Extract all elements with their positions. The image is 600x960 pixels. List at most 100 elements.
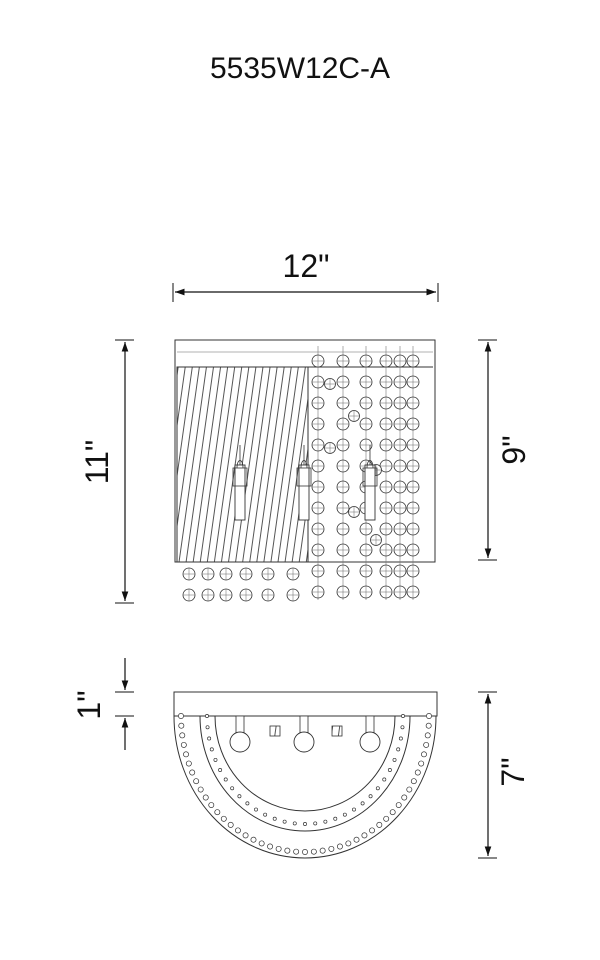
- arc-bead: [205, 725, 210, 730]
- arc-bead: [205, 714, 209, 718]
- crystal-bead: [311, 585, 325, 599]
- crystal-bead: [359, 522, 373, 536]
- arc-bead: [183, 751, 189, 758]
- arc-bead: [178, 713, 184, 719]
- candle-light: [296, 445, 312, 521]
- crystal-bead: [311, 375, 325, 389]
- crystal-bead: [336, 438, 350, 452]
- crystal-bead: [336, 522, 350, 536]
- front-view: [174, 339, 436, 602]
- crystal-bead: [348, 506, 360, 518]
- arc-bead: [392, 757, 397, 762]
- arc-bead: [336, 843, 343, 850]
- crystal-strands: [182, 346, 420, 602]
- crystal-bead: [393, 585, 407, 599]
- arc-bead: [389, 809, 396, 816]
- arc-bead: [414, 769, 421, 776]
- crystal-bead: [359, 417, 373, 431]
- crystal-bead: [336, 417, 350, 431]
- arc-bead: [185, 760, 192, 767]
- arc-bead: [250, 836, 257, 843]
- crystal-bead: [379, 396, 393, 410]
- crystal-bead: [379, 585, 393, 599]
- width-dimension: 12": [172, 248, 439, 302]
- candle-lights: [232, 445, 378, 521]
- crystal-bead: [261, 567, 275, 581]
- crystal-bead: [406, 417, 420, 431]
- arc-bead: [382, 777, 387, 782]
- arc-bead: [421, 751, 427, 758]
- crystal-bead: [311, 543, 325, 557]
- crystal-bead: [393, 522, 407, 536]
- arc-bead: [254, 807, 258, 812]
- crystal-bead: [406, 438, 420, 452]
- top-view: [173, 691, 438, 859]
- crystal-bead: [379, 438, 393, 452]
- outer-arc: [173, 715, 437, 859]
- arc-bead: [360, 801, 365, 806]
- inner-arc: [214, 715, 396, 812]
- crystal-bead: [311, 501, 325, 515]
- crystal-bead: [379, 564, 393, 578]
- crystal-bead: [359, 354, 373, 368]
- arc-bead: [310, 848, 317, 855]
- width-label: 12": [283, 248, 330, 284]
- arc-bead: [180, 741, 187, 748]
- crystal-bead: [311, 354, 325, 368]
- crystal-bead: [359, 396, 373, 410]
- crystal-bead: [311, 438, 325, 452]
- plan-socket: [293, 715, 315, 753]
- arc-bead: [220, 815, 227, 822]
- arc-bead: [179, 732, 186, 739]
- arc-bead: [208, 802, 215, 809]
- arc-bead: [423, 741, 430, 748]
- crystal-bead: [393, 543, 407, 557]
- arc-bead: [214, 809, 221, 816]
- plan-socket: [229, 715, 251, 753]
- arc-bead: [292, 821, 297, 826]
- arc-bead: [410, 778, 417, 785]
- crystal-bead: [311, 564, 325, 578]
- crystal-bead: [359, 543, 373, 557]
- arc-bead: [400, 725, 405, 730]
- arc-bead: [313, 821, 318, 826]
- crystal-bead: [219, 567, 233, 581]
- arc-bead: [197, 786, 204, 793]
- crystal-bead: [324, 442, 336, 454]
- projection-dimension: 7": [478, 691, 531, 859]
- arc-bead: [223, 777, 228, 782]
- crystal-bead: [406, 459, 420, 473]
- arc-bead: [237, 794, 242, 799]
- arc-bead: [227, 821, 234, 828]
- crystal-bead: [406, 375, 420, 389]
- total-height-dimension: 11": [79, 339, 134, 604]
- crystal-bead: [182, 588, 196, 602]
- crystal-bead: [406, 522, 420, 536]
- arc-bead: [387, 768, 392, 772]
- crystal-bead: [379, 354, 393, 368]
- candle-light: [232, 445, 248, 521]
- arc-bead: [368, 794, 373, 799]
- mounting-screw: [269, 725, 281, 737]
- crystal-bead: [239, 567, 253, 581]
- crystal-bead: [406, 564, 420, 578]
- crystal-bead: [261, 588, 275, 602]
- crystal-bead: [393, 564, 407, 578]
- arc-bead: [369, 827, 375, 834]
- crystal-bead: [406, 585, 420, 599]
- crystal-bead: [336, 354, 350, 368]
- crystal-bead: [393, 501, 407, 515]
- crystal-bead: [393, 417, 407, 431]
- arc-bead: [361, 832, 368, 839]
- crystal-bead: [406, 501, 420, 515]
- arc-bead: [242, 832, 249, 839]
- arc-bead: [345, 840, 352, 847]
- arc-bead: [424, 732, 431, 739]
- arc-bead: [319, 847, 326, 854]
- arc-bead: [418, 760, 425, 767]
- arc-bead: [207, 736, 212, 741]
- candle-light: [362, 445, 378, 521]
- crystal-bead: [406, 396, 420, 410]
- backplate-depth-label: 1": [71, 690, 107, 719]
